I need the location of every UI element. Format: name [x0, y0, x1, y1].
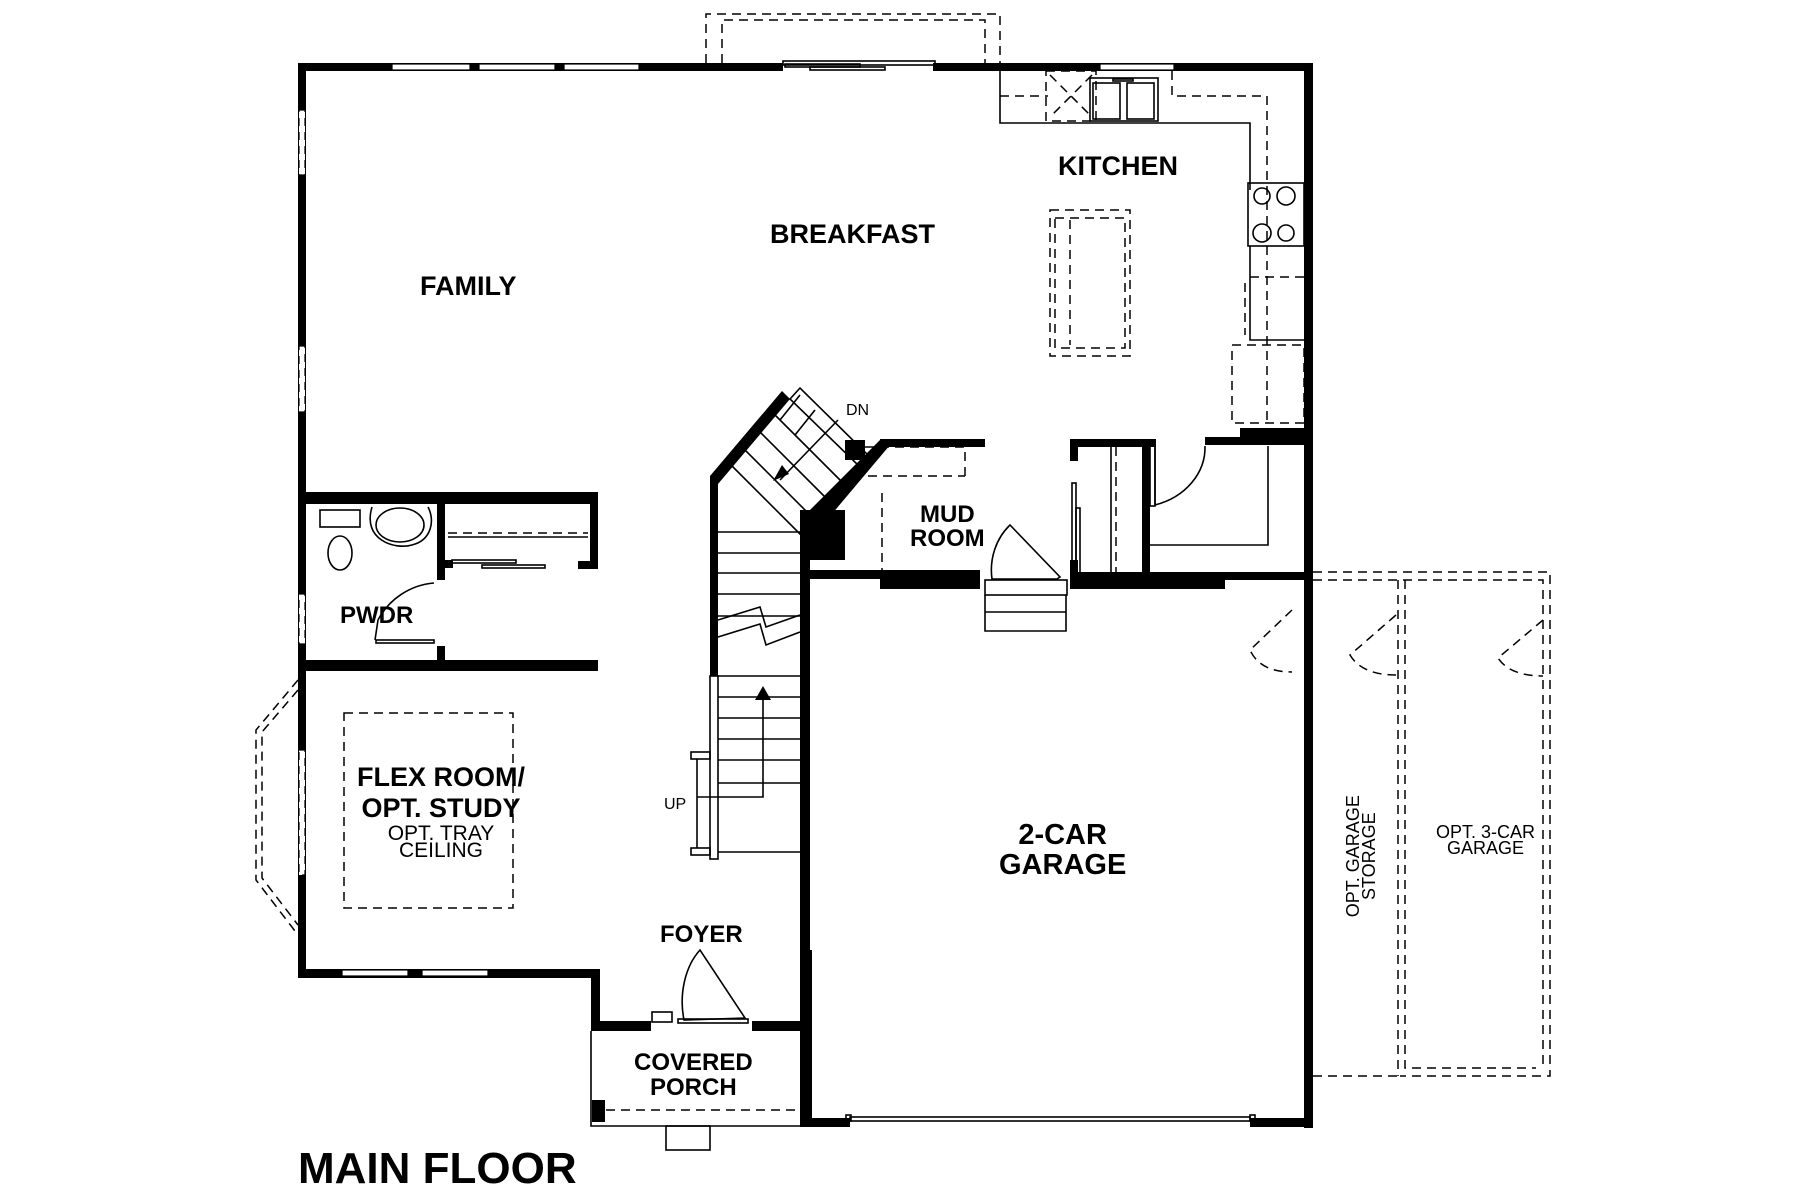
lavatory-sink-icon — [319, 509, 361, 528]
optional-bay-window — [255, 679, 299, 936]
room-label-breakfast: BREAKFAST — [770, 219, 936, 249]
stove-burners-icon — [1247, 182, 1305, 247]
room-label-opt-3car-garage: OPT. 3-CAR GARAGE — [1436, 822, 1536, 859]
mud-room-line-1: MUD — [920, 501, 975, 528]
opt-3car-line-2: GARAGE — [1447, 838, 1525, 859]
double-sink-icon — [1089, 77, 1159, 122]
stair-direction-arrow-icon — [755, 686, 771, 700]
garage-line-2: GARAGE — [999, 849, 1127, 882]
room-label-flex-room: FLEX ROOM/ OPT. STUDY OPT. TRAY CEILING — [357, 762, 525, 863]
room-label-powder: PWDR — [340, 602, 414, 629]
mudroom-fixtures — [865, 446, 1117, 632]
room-label-family: FAMILY — [420, 271, 517, 301]
flex-room-line-2: OPT. STUDY — [361, 793, 521, 824]
stair-down-label: DN — [846, 402, 870, 419]
room-label-garage: 2-CAR GARAGE — [999, 820, 1126, 881]
room-label-opt-garage-storage: OPT. GARAGE STORAGE — [1343, 795, 1380, 917]
stair-direction-arrow-icon — [773, 465, 789, 481]
garage-line-1: 2-CAR — [1018, 819, 1107, 851]
room-label-kitchen: KITCHEN — [1058, 151, 1178, 181]
door-swing-arc-icon — [1154, 445, 1206, 507]
toilet-icon — [369, 506, 433, 547]
windows — [298, 63, 1175, 977]
covered-porch-line-1: COVERED — [634, 1049, 753, 1076]
powder-fixtures — [319, 506, 588, 644]
opt-3car-line-1: OPT. 3-CAR — [1436, 822, 1536, 842]
optional-bay-extension — [705, 13, 1001, 63]
room-label-covered-porch: COVERED PORCH — [634, 1049, 753, 1102]
mud-room-line-2: ROOM — [910, 525, 985, 552]
flex-room-note-line-2: CEILING — [398, 839, 484, 863]
plan-title: MAIN FLOOR — [298, 1144, 577, 1193]
kitchen-island — [1049, 209, 1131, 357]
kitchen-fixtures — [999, 70, 1305, 424]
opt-garage-storage-line-2: STORAGE — [1359, 812, 1380, 901]
sliding-door — [782, 60, 936, 71]
flex-room-line-1: FLEX ROOM/ — [357, 762, 525, 792]
porch-fixtures — [590, 948, 800, 1151]
tray-ceiling-outline — [343, 712, 514, 909]
covered-porch-line-2: PORCH — [650, 1074, 737, 1102]
door-swing-arc-icon — [990, 523, 1062, 580]
room-label-foyer: FOYER — [660, 921, 743, 948]
staircase — [690, 386, 872, 860]
door-swing-arc-icon — [681, 948, 747, 1021]
door-swing-arc-icon — [377, 582, 435, 621]
stair-up-label: UP — [664, 796, 687, 813]
door-swing-arc-icon — [1249, 609, 1293, 673]
room-label-mud-room: MUD ROOM — [910, 503, 985, 551]
walls — [298, 63, 1313, 1128]
optional-3car-garage-outline — [1313, 571, 1551, 1077]
flex-room-note-line-1: OPT. TRAY — [387, 821, 495, 845]
garage-door — [845, 1114, 1256, 1122]
